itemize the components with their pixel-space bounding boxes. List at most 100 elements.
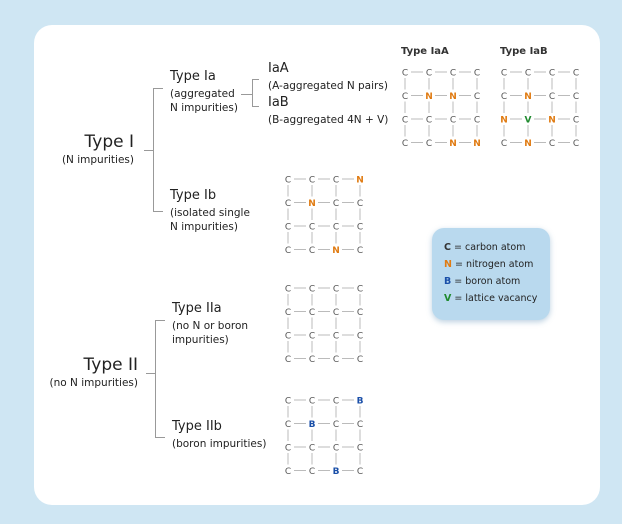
atom-C: C [357,467,363,477]
legend-symbol: N [444,259,452,270]
type-i-bracket [153,88,154,212]
atom-C: C [501,69,507,79]
atom-C: C [573,139,579,149]
atom-C: C [357,355,363,365]
iaa-title: IaA [268,61,289,76]
iaa-subtitle: (A-aggregated N pairs) [268,80,388,92]
atom-C: C [333,199,339,209]
atom-C: C [285,420,291,430]
atom-N: N [548,116,556,126]
legend-item-boron: B = boron atom [444,276,520,287]
legend-symbol: C [444,242,451,253]
atom-C: C [309,444,315,454]
type-iia-sub1: (no N or boron [172,320,249,332]
atom-C: C [285,308,291,318]
atom-C: C [450,69,456,79]
atom-C: C [309,397,315,407]
type-ii-subtitle: (no N impurities) [49,377,138,389]
atom-C: C [549,69,555,79]
type-ib-sub1: (isolated single [170,207,250,219]
type-i-subtitle: (N impurities) [61,154,134,166]
legend-text: = lattice vacancy [454,293,538,304]
lattice-iaa-title: Type IaA [401,46,449,57]
atom-N: N [500,116,508,126]
bracket-tick [153,211,163,212]
atom-C: C [426,69,432,79]
atom-C: C [450,116,456,126]
lattice-iab-title: Type IaB [500,46,548,57]
atom-C: C [402,139,408,149]
atom-C: C [285,444,291,454]
atom-N: N [308,199,316,209]
atom-N: N [449,139,457,149]
atom-C: C [333,308,339,318]
type-i-title: Type I [84,132,134,152]
atom-C: C [285,355,291,365]
legend-item-carbon: C = carbon atom [444,242,525,253]
atom-C: C [285,176,291,186]
type-iia-sub2: impurities) [172,334,229,346]
atom-C: C [309,332,315,342]
atom-B: B [357,397,364,407]
atom-C: C [333,176,339,186]
atom-N: N [425,92,433,102]
legend-symbol: B [444,276,452,287]
atom-N: N [473,139,481,149]
atom-C: C [426,116,432,126]
bracket-stub [144,150,153,151]
atom-V: V [525,116,532,126]
type-ia-title: Type Ia [170,69,216,84]
atom-C: C [357,246,363,256]
atom-C: C [474,116,480,126]
bracket-stub [241,94,252,95]
type-ia-sub2: N impurities) [170,102,238,114]
type-ii-bracket [155,320,156,438]
atom-C: C [309,355,315,365]
atom-N: N [449,92,457,102]
bracket-tick [252,79,259,80]
atom-C: C [309,467,315,477]
atom-C: C [474,92,480,102]
atom-C: C [357,308,363,318]
atom-C: C [285,285,291,295]
atom-C: C [285,397,291,407]
atom-C: C [309,285,315,295]
type-iib-title: Type IIb [172,419,222,434]
legend-text: = boron atom [454,276,521,287]
atom-C: C [402,69,408,79]
legend-item-vacancy: V = lattice vacancy [444,293,537,304]
atom-C: C [309,176,315,186]
atom-C: C [285,199,291,209]
atom-C: C [525,69,531,79]
atom-C: C [333,223,339,233]
iab-title: IaB [268,95,289,110]
atom-C: C [333,285,339,295]
type-iia-title: Type IIa [172,301,222,316]
atom-C: C [333,332,339,342]
atom-C: C [333,420,339,430]
bracket-tick [155,437,165,438]
legend: C = carbon atom N = nitrogen atom B = bo… [432,228,550,320]
atom-B: B [309,420,316,430]
atom-N: N [524,139,532,149]
atom-C: C [309,308,315,318]
atom-C: C [501,92,507,102]
legend-text: = nitrogen atom [454,259,534,270]
atom-C: C [426,139,432,149]
bracket-tick [153,88,163,89]
atom-C: C [309,246,315,256]
atom-C: C [573,92,579,102]
legend-item-nitrogen: N = nitrogen atom [444,259,533,270]
atom-C: C [285,332,291,342]
atom-C: C [573,69,579,79]
atom-C: C [285,246,291,256]
atom-C: C [357,285,363,295]
atom-C: C [573,116,579,126]
type-ib-sub2: N impurities) [170,221,238,233]
atom-C: C [357,420,363,430]
